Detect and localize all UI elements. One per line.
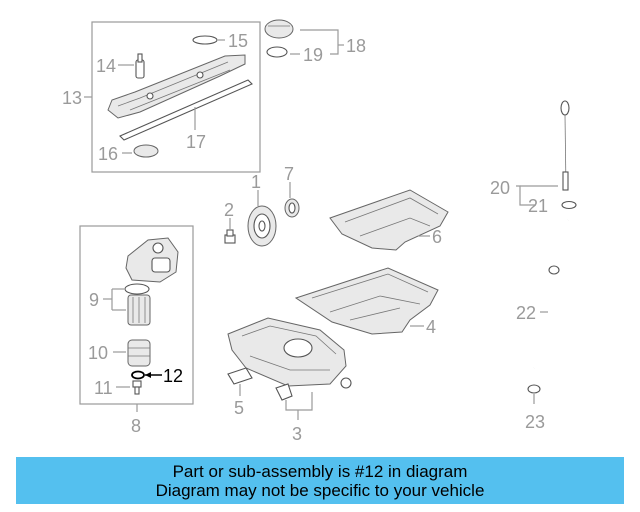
callout-1: 1 <box>251 172 261 192</box>
upper-oil-pan <box>294 267 439 335</box>
parts-diagram: 13 17 14 15 16 19 18 8 <box>62 19 577 444</box>
callout-20: 20 <box>490 178 510 198</box>
oil-baffle <box>329 189 449 251</box>
dipstick-tube <box>532 219 570 369</box>
callout-3: 3 <box>292 424 302 444</box>
highlighted-part-12 <box>131 370 145 380</box>
oil-filter-element <box>127 294 151 326</box>
front-seal <box>284 198 300 218</box>
valve-cover <box>107 54 246 119</box>
oil-filter-cap <box>127 339 151 367</box>
info-banner: Part or sub-assembly is #12 in diagram D… <box>16 457 624 504</box>
callout-23: 23 <box>525 412 545 432</box>
lower-oil-pan <box>227 317 347 387</box>
callout-9: 9 <box>89 290 99 310</box>
callout-22: 22 <box>516 303 536 323</box>
pan-bolt <box>340 377 352 389</box>
crankshaft-pulley <box>247 205 277 247</box>
callout-18: 18 <box>346 36 366 56</box>
pulley-bolt <box>224 229 236 244</box>
dipstick-o-ring <box>561 200 577 210</box>
oil-filler-cap <box>264 19 294 58</box>
callout-14: 14 <box>96 56 116 76</box>
callout-7: 7 <box>284 164 294 184</box>
oil-dipstick <box>560 100 570 191</box>
pan-gasket-strip <box>227 367 253 385</box>
callout-17: 17 <box>186 132 206 152</box>
banner-line-1: Part or sub-assembly is #12 in diagram <box>172 461 468 481</box>
callout-6: 6 <box>432 227 442 247</box>
sensor-part <box>135 53 145 79</box>
clip-part <box>192 35 218 45</box>
callout-11: 11 <box>94 378 113 398</box>
callout-21: 21 <box>528 196 548 216</box>
callout-2: 2 <box>224 200 234 220</box>
callout-19: 19 <box>303 45 323 65</box>
callout-13: 13 <box>62 88 82 108</box>
callout-12: 12 <box>163 366 183 386</box>
callout-8: 8 <box>131 416 141 436</box>
callout-5: 5 <box>234 398 244 418</box>
seal-part <box>133 144 159 158</box>
pan-bracket <box>275 383 293 401</box>
oil-filter-housing <box>125 237 179 283</box>
banner-line-2: Diagram may not be specific to your vehi… <box>155 480 485 500</box>
callout-4: 4 <box>426 317 436 337</box>
drain-bolt <box>132 380 142 395</box>
callout-16: 16 <box>98 144 118 164</box>
callout-10: 10 <box>88 343 108 363</box>
tube-washer <box>527 384 541 394</box>
callout-15: 15 <box>228 31 248 51</box>
valve-cover-gasket <box>119 79 253 141</box>
filter-o-ring <box>124 283 150 295</box>
